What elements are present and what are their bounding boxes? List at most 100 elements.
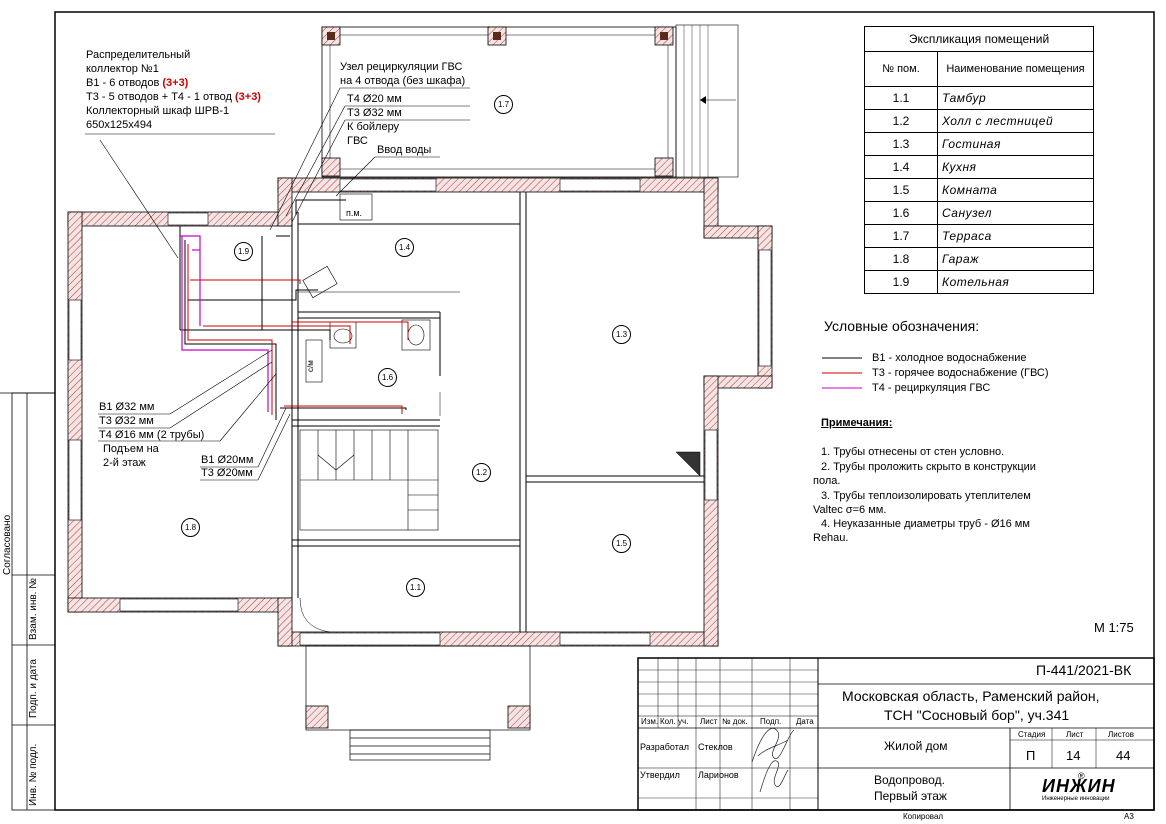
legend-title: Условные обозначения: xyxy=(824,318,980,334)
explication-title: Экспликация помещений xyxy=(864,26,1094,52)
explication-col-num: № пом. xyxy=(864,51,938,87)
plumbing-fixtures xyxy=(298,193,460,383)
approved-name: Ларионов xyxy=(698,770,739,780)
staircase xyxy=(299,429,439,531)
sheet-value: 14 xyxy=(1066,748,1081,763)
hdr-list: Лист xyxy=(700,717,718,726)
copied-label: Копировал xyxy=(903,812,944,821)
collector-line-4: Т3 - 5 отводов + Т4 - 1 отвод (3+3) xyxy=(86,91,261,103)
recirc-line-4: Т3 Ø32 мм xyxy=(347,107,402,119)
leader-lines xyxy=(85,87,470,481)
legend-lines xyxy=(822,357,862,389)
approved-label: Утвердил xyxy=(640,770,680,780)
recirc-line-6: ГВС xyxy=(347,135,368,147)
note-3b: Valtec σ=6 мм. xyxy=(813,504,887,516)
legend-item-t3: Т3 - горячее водоснабжение (ГВС) xyxy=(872,367,1049,379)
hdr-data: Дата xyxy=(796,717,814,726)
room-tag-1-3: 1.3 xyxy=(612,325,631,344)
note-2a: 2. Трубы проложить скрыто в конструкции xyxy=(821,461,1036,473)
legend-item-t4: Т4 - рециркуляция ГВС xyxy=(872,382,991,394)
address-line-2: ТСН "Сосновый бор", уч.341 xyxy=(884,707,1070,723)
side-stamp-lines xyxy=(0,392,56,811)
logo-subtitle: Инженерные инновации xyxy=(1042,796,1110,802)
riser-rise-2: 2-й этаж xyxy=(103,457,146,469)
developed-name: Стеклов xyxy=(698,742,733,752)
room-tag-1-4: 1.4 xyxy=(395,238,414,257)
company-logo: ИНЖИН xyxy=(1042,776,1116,796)
riser-b1-20: В1 Ø20мм xyxy=(201,454,254,466)
room-tag-1-8: 1.8 xyxy=(181,518,200,537)
room-tag-1-5: 1.5 xyxy=(612,534,631,553)
title-block-lines xyxy=(637,657,1155,811)
riser-b1: В1 Ø32 мм xyxy=(99,401,155,413)
side-sign-date: Подп. и дата xyxy=(28,659,39,718)
recirc-line-3: Т4 Ø20 мм xyxy=(347,93,402,105)
registered-mark: ® xyxy=(1078,771,1085,781)
room-tag-1-2: 1.2 xyxy=(472,463,491,482)
note-4a: 4. Неуказанные диаметры труб - Ø16 мм xyxy=(821,518,1030,530)
pipe-t3-hot xyxy=(187,244,409,415)
note-4b: Rehau. xyxy=(813,532,849,544)
side-inv-original: Инв. № подл. xyxy=(28,743,39,806)
pipe-b1-cold xyxy=(184,199,407,420)
room-tag-1-6: 1.6 xyxy=(378,368,397,387)
collector-line-1: Распределительный xyxy=(86,49,191,61)
side-agreed: Согласовано xyxy=(2,514,13,575)
hdr-podp: Подп. xyxy=(760,717,782,726)
collector-line-2: коллектор №1 xyxy=(86,63,159,75)
recirc-line-1: Узел рециркуляции ГВС xyxy=(340,61,463,73)
room-tag-1-7: 1.7 xyxy=(494,95,513,114)
legend-item-b1: В1 - холодное водоснабжение xyxy=(872,352,1027,364)
recirc-line-5: К бойлеру xyxy=(347,121,400,133)
porch xyxy=(305,645,531,761)
hdr-ndok: № док. xyxy=(722,717,748,726)
hdr-izm: Изм. xyxy=(641,717,659,726)
stage-value: П xyxy=(1026,748,1036,763)
signatures xyxy=(751,727,795,793)
riser-t3: Т3 Ø32 мм xyxy=(99,415,154,427)
format-label: А3 xyxy=(1124,812,1134,821)
washer-label: с/м xyxy=(306,360,315,372)
collector-line-6: 650x125x494 xyxy=(86,119,153,131)
room-tag-1-1: 1.1 xyxy=(406,578,425,597)
hdr-koluch: Кол. уч. xyxy=(660,717,689,726)
collector-line-3: В1 - 6 отводов (3+3) xyxy=(86,77,189,89)
explication-col-name: Наименование помещения xyxy=(937,51,1094,87)
scale-label: М 1:75 xyxy=(1094,620,1134,635)
developed-label: Разработал xyxy=(640,742,689,752)
riser-t3-20: Т3 Ø20мм xyxy=(201,467,253,479)
doors xyxy=(299,392,701,633)
address-line-1: Московская область, Раменский район, xyxy=(842,688,1100,704)
water-inlet-label: Ввод воды xyxy=(377,144,432,156)
room-explication-table: Экспликация помещений № пом. Наименовани… xyxy=(864,26,1094,294)
recirc-line-2: на 4 отвода (без шкафа) xyxy=(340,75,466,87)
stage-label: Стадия xyxy=(1018,730,1046,739)
interior-walls xyxy=(179,192,704,632)
sheet-label: Лист xyxy=(1066,730,1084,739)
side-inv-replaced: Взам. инв. № xyxy=(28,578,39,640)
windows xyxy=(68,178,772,646)
project-code: П-441/2021-ВК xyxy=(1036,662,1132,678)
sheets-label: Листов xyxy=(1108,730,1134,739)
note-3a: 3. Трубы теплоизолировать утеплителем xyxy=(821,490,1031,502)
pm-label: п.м. xyxy=(346,208,363,218)
drawing-title-1: Водопровод. xyxy=(874,773,945,787)
collector-line-5: Коллекторный шкаф ШРВ-1 xyxy=(86,105,230,117)
riser-t4: Т4 Ø16 мм (2 трубы) xyxy=(99,429,205,441)
riser-rise-1: Подъем на xyxy=(103,443,159,455)
room-tag-1-9: 1.9 xyxy=(234,242,253,261)
sheets-value: 44 xyxy=(1116,748,1131,763)
note-1: 1. Трубы отнесены от стен условно. xyxy=(821,446,1005,458)
pipe-t4-recirc xyxy=(180,235,269,412)
note-2b: пола. xyxy=(813,475,841,487)
